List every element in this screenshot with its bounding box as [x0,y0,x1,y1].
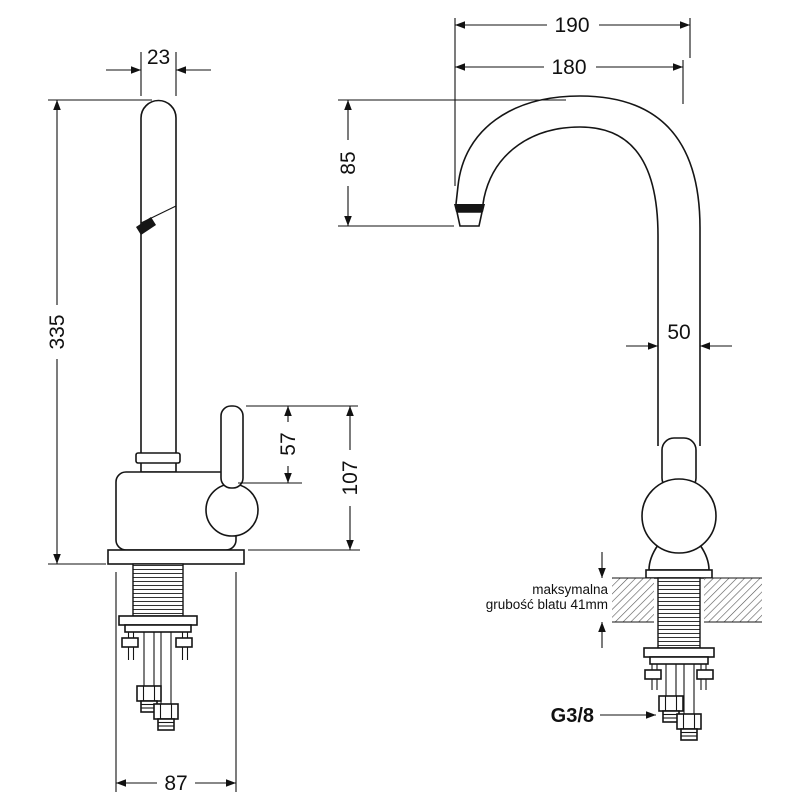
left-hose-connector [136,685,162,713]
dim-190: 190 [454,13,691,186]
right-view [454,95,762,741]
left-stud-nut [121,637,139,648]
counter-hatch-left [612,578,654,622]
right-mounting-plate-2 [649,656,709,665]
dim-label-reach-outer: 190 [554,14,589,37]
right-hoses [665,664,695,714]
left-joint [205,483,259,537]
left-collar [135,452,181,464]
dim-label-lever-height: 57 [277,432,300,455]
countertop-section [612,577,762,623]
dim-label-spout-drop: 85 [337,151,360,174]
dim-label-top-width: 23 [147,46,170,69]
counter-note-line1: maksymalna [532,582,608,597]
left-spout-column [140,99,177,473]
left-mounting-plate [118,615,198,626]
dim-335: 335 [45,99,152,565]
left-base-flange [107,549,245,565]
thread-label: G3/8 [551,705,594,727]
left-view [107,99,259,731]
right-view-dimensions: 190 180 85 50 maksymalna grubość [336,13,732,727]
right-threaded-shank [657,577,701,649]
counter-thickness-note: maksymalna grubość blatu 41mm [486,552,608,648]
left-hose-connector [153,703,179,731]
dim-label-reach-inner: 180 [551,56,586,79]
dim-label-total-height: 335 [46,314,69,349]
aerator-band [454,204,485,212]
left-mounting-plate-2 [124,624,192,633]
aerator-tip [456,211,483,227]
spout-outer-edge [455,95,701,446]
counter-hatch-right [704,578,762,622]
dim-label-body-width: 50 [667,321,690,344]
thread-callout: G3/8 [551,705,656,727]
dim-107: 107 [248,406,362,551]
body-sphere [641,478,717,554]
dim-label-body-height: 107 [339,460,362,495]
left-threaded-shank [132,563,184,617]
dim-87: 87 [115,572,237,795]
base-ring [645,569,713,579]
left-stud-nut [175,637,193,648]
dim-180: 180 [455,55,684,104]
spout-inner-edge [482,126,659,446]
dim-85: 85 [336,99,566,227]
dim-50: 50 [626,321,732,350]
left-view-dimensions: 23 335 57 107 [45,46,362,795]
dim-label-base-width: 87 [164,772,187,795]
right-mounting-plate [643,647,715,658]
dim-57: 57 [238,406,302,484]
right-stud-nut [696,669,714,680]
right-stud-nut [644,669,662,680]
right-hose-connector [676,713,702,741]
right-hose-connector-g38 [658,695,684,723]
left-aerator-mark [136,217,156,235]
left-lever [220,405,244,489]
counter-note-line2: grubość blatu 41mm [486,597,608,612]
dim-23: 23 [106,46,211,96]
